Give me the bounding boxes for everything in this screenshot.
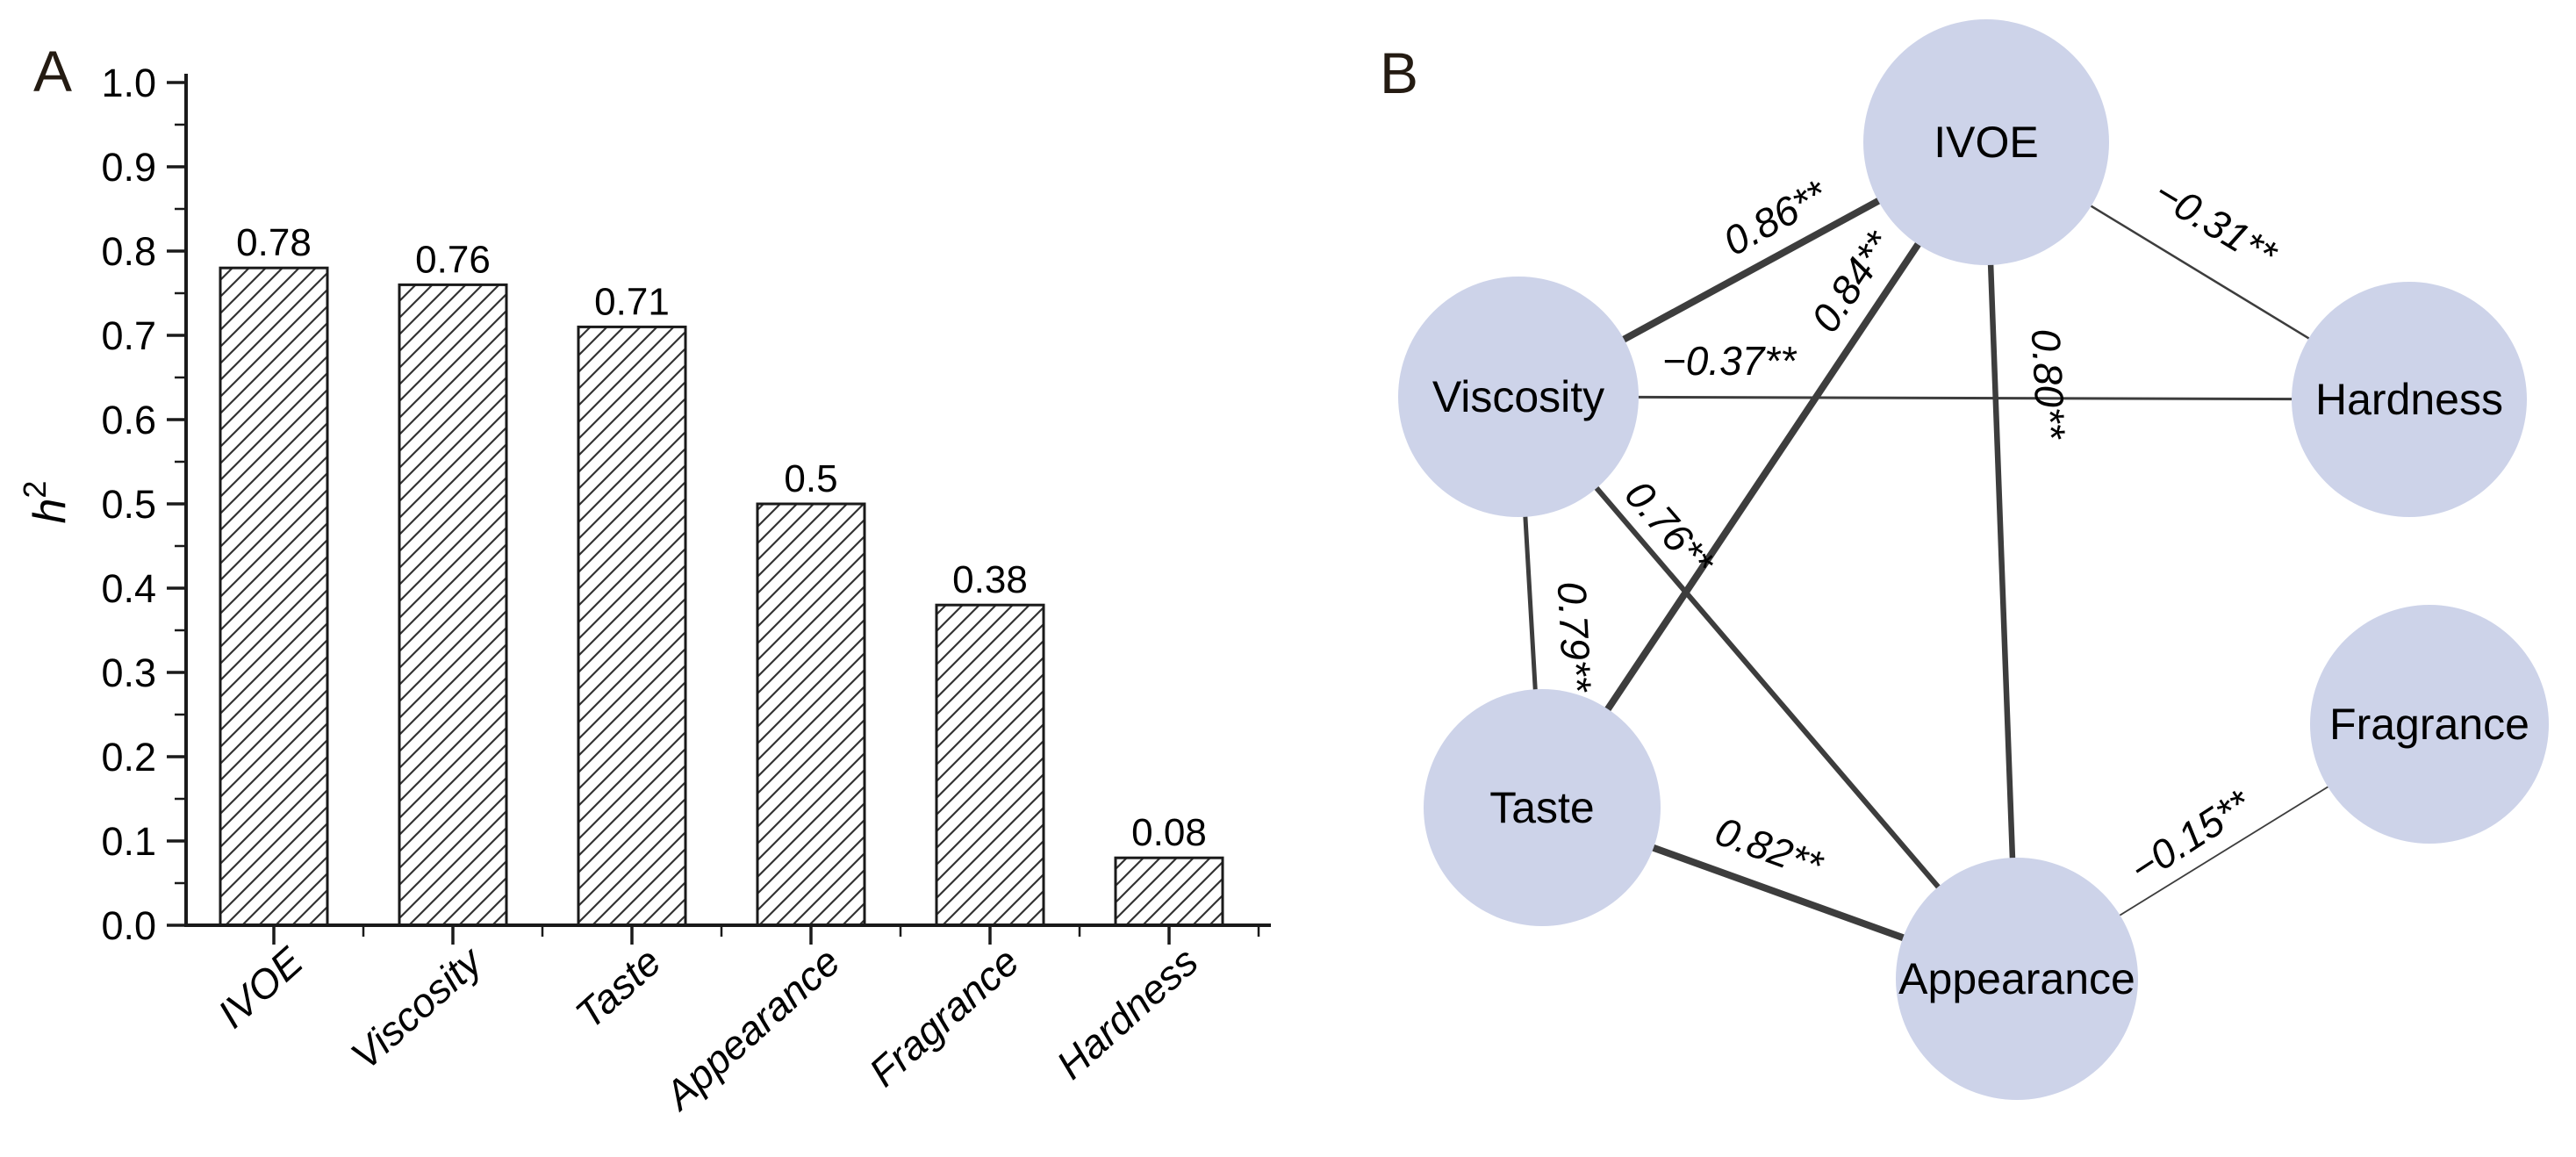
- edge-label-Viscosity-Hardness: −0.37**: [1662, 338, 1797, 384]
- bar-value-label: 0.08: [1131, 811, 1207, 854]
- y-tick-label: 0.9: [101, 145, 156, 190]
- bar-value-label: 0.78: [236, 221, 312, 264]
- edge-Viscosity-Hardness: [1517, 395, 2411, 401]
- bar-value-label: 0.5: [784, 457, 837, 500]
- y-axis-title-base: h: [25, 499, 75, 524]
- x-category-label: Viscosity: [342, 937, 492, 1079]
- edge-IVOE-Appearance: [1983, 139, 2020, 982]
- edge-label-IVOE-Hardness: −0.31**: [2147, 169, 2286, 278]
- y-tick-label: 0.5: [101, 482, 156, 527]
- node-label-Taste: Taste: [1489, 783, 1595, 832]
- y-tick-label: 0.6: [101, 398, 156, 442]
- node-label-Fragrance: Fragrance: [2329, 700, 2529, 749]
- y-tick-label: 0.7: [101, 313, 156, 358]
- edge-label-IVOE-Appearance: 0.80**: [2023, 327, 2075, 442]
- bar-Viscosity: [398, 283, 508, 927]
- node-Hardness: [2292, 282, 2527, 517]
- y-axis-title-sup: 2: [17, 481, 53, 499]
- y-axis-title: h2: [17, 481, 75, 524]
- y-tick-label: 0.2: [101, 735, 156, 780]
- x-category-label: IVOE: [209, 938, 312, 1037]
- node-label-Appearance: Appearance: [1898, 954, 2135, 1003]
- y-tick-label: 0.1: [101, 819, 156, 864]
- node-IVOE: [1863, 19, 2109, 265]
- y-tick-label: 0.3: [101, 650, 156, 695]
- panel-a-label: A: [33, 39, 73, 104]
- panel-b-label: B: [1380, 40, 1419, 105]
- edge-label-Viscosity-Taste: 0.79**: [1549, 580, 1601, 694]
- edge-label-Appearance-Fragrance: −0.15**: [2121, 780, 2260, 892]
- edge-Viscosity-Appearance: [1516, 394, 2020, 981]
- y-tick-label: 0.0: [101, 903, 156, 948]
- y-tick-label: 0.4: [101, 566, 156, 611]
- bar-value-label: 0.71: [594, 280, 670, 323]
- node-Viscosity: [1398, 277, 1639, 517]
- bar-IVOE: [219, 266, 329, 927]
- edge-label-IVOE-Taste: 0.84**: [1802, 222, 1902, 341]
- node-Taste: [1424, 689, 1661, 926]
- node-label-Viscosity: Viscosity: [1432, 372, 1604, 421]
- edge-label-Viscosity-IVOE: 0.86**: [1716, 170, 1836, 264]
- node-Fragrance: [2310, 605, 2549, 844]
- node-Appearance: [1896, 858, 2138, 1100]
- x-category-label: Appearance: [654, 938, 848, 1120]
- y-tick-label: 1.0: [101, 61, 156, 105]
- panel-a-chart: 0.0 0.1 0.2 0.3 0.4 0.5 0.6 0.7 0.8 0.9 1.0 h2 0.78I…: [17, 61, 1271, 1119]
- bar-Appearance: [756, 502, 866, 927]
- bar-Taste: [577, 325, 687, 927]
- node-label-IVOE: IVOE: [1934, 118, 2038, 167]
- bar-Fragrance: [935, 603, 1045, 927]
- x-category-label: Taste: [567, 938, 670, 1038]
- edge-IVOE-Taste: [1539, 139, 1990, 811]
- y-tick-label: 0.8: [101, 229, 156, 274]
- x-category-label: Fragrance: [860, 938, 1028, 1096]
- x-category-label: Hardness: [1048, 938, 1207, 1088]
- bar-value-label: 0.76: [415, 238, 491, 281]
- node-label-Hardness: Hardness: [2315, 375, 2503, 424]
- bar-value-label: 0.38: [952, 558, 1028, 601]
- bar-Hardness: [1114, 856, 1224, 927]
